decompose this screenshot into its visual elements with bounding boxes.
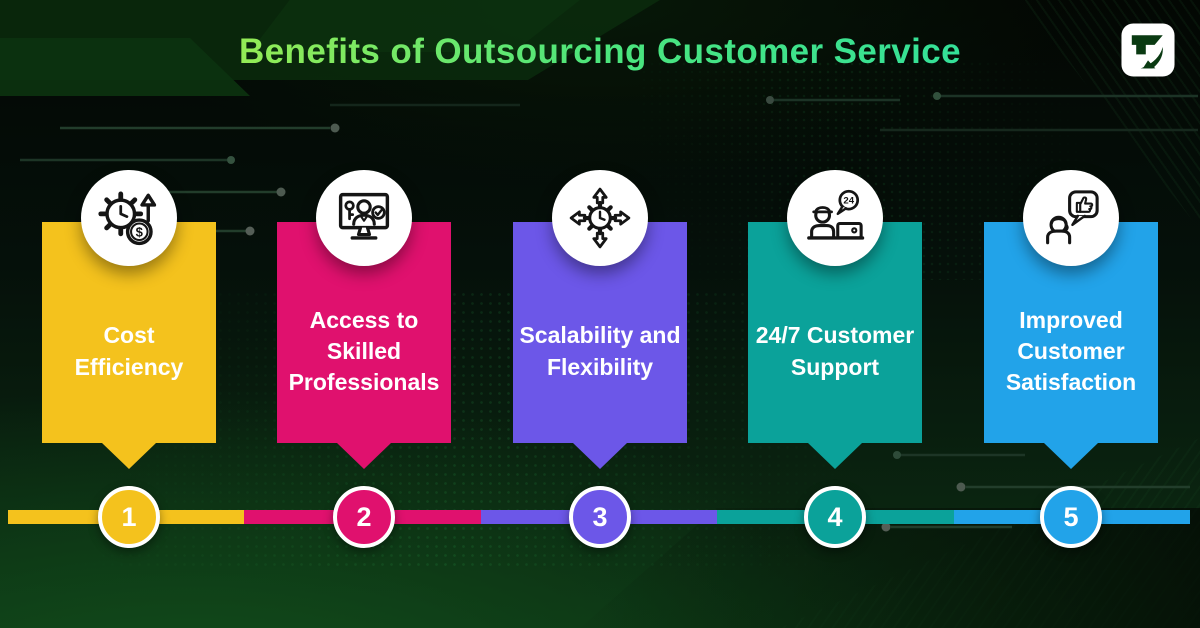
scalability-flexibility-icon (569, 187, 631, 249)
benefit-title-5: Improved Customer Satisfaction (1005, 306, 1137, 396)
benefit-icon-circle-2 (316, 170, 412, 266)
timeline-number-5: 5 (1040, 486, 1102, 548)
fz-monogram-icon (1121, 23, 1175, 77)
benefit-icon-circle-4: 24 (787, 170, 883, 266)
benefit-icon-circle-5 (1023, 170, 1119, 266)
benefit-card-2: Access to Skilled Professionals (277, 222, 451, 443)
cost-efficiency-icon: $ (98, 191, 157, 246)
benefit-icon-circle-3 (552, 170, 648, 266)
benefit-title-4: 24/7 Customer Support (755, 322, 915, 380)
step-number: 4 (827, 501, 843, 532)
customer-satisfaction-icon (1046, 190, 1099, 245)
customer-support-24-7-icon: 24 (807, 189, 865, 240)
benefit-title-1: Cost Efficiency (74, 322, 184, 380)
benefit-card-4: 24/7 Customer Support (748, 222, 922, 443)
step-number: 3 (592, 501, 608, 532)
page-title: Benefits of Outsourcing Customer Service (0, 32, 1200, 72)
step-number: 1 (121, 501, 137, 532)
skilled-professionals-icon (338, 192, 390, 240)
step-number: 5 (1063, 501, 1079, 532)
bg-chevron-top-mid (250, 0, 580, 52)
timeline-number-2: 2 (333, 486, 395, 548)
benefit-title-3: Scalability and Flexibility (519, 322, 681, 380)
brand-logo (1120, 22, 1176, 78)
timeline-number-4: 4 (804, 486, 866, 548)
step-number: 2 (356, 501, 372, 532)
timeline-number-3: 3 (569, 486, 631, 548)
benefit-icon-circle-1: $ (81, 170, 177, 266)
benefit-title-2: Access to Skilled Professionals (288, 306, 440, 396)
dollar-glyph: $ (136, 225, 144, 240)
timeline-number-1: 1 (98, 486, 160, 548)
twenty-four-glyph: 24 (843, 196, 854, 207)
